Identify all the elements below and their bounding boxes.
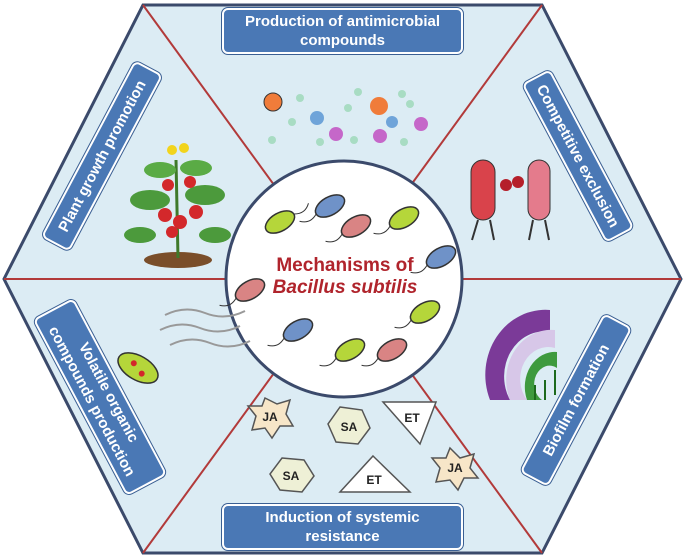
signal-sa-1: SA <box>327 406 371 445</box>
label-induction-systemic-resistance: Induction of systemic resistance <box>222 504 463 550</box>
bacteria-cluster <box>219 194 457 367</box>
svg-text:SA: SA <box>283 469 300 483</box>
svg-text:SA: SA <box>341 420 358 434</box>
volatile-bacterium-icon <box>117 308 251 384</box>
boxing-bacteria-icon <box>470 159 551 241</box>
signal-sa-2: SA <box>269 457 315 493</box>
signal-ja-1: JA <box>246 396 295 440</box>
svg-text:ET: ET <box>404 411 420 425</box>
biofilm-icon <box>485 309 557 400</box>
svg-text:JA: JA <box>262 410 278 424</box>
center-title-line2: Bacillus subtilis <box>272 277 418 298</box>
signal-ja-2: JA <box>430 446 480 492</box>
svg-text:JA: JA <box>447 461 463 475</box>
antimicrobial-compounds-icon <box>263 88 428 146</box>
center-title: Mechanisms of Bacillus subtilis <box>235 255 455 299</box>
label-production-antimicrobial: Production of antimicrobial compounds <box>222 8 463 54</box>
tomato-plant-icon <box>124 143 231 268</box>
svg-text:ET: ET <box>366 473 382 487</box>
center-title-line1: Mechanisms of <box>276 255 414 276</box>
signal-et-1: ET <box>381 401 438 446</box>
signal-et-2: ET <box>338 454 412 493</box>
